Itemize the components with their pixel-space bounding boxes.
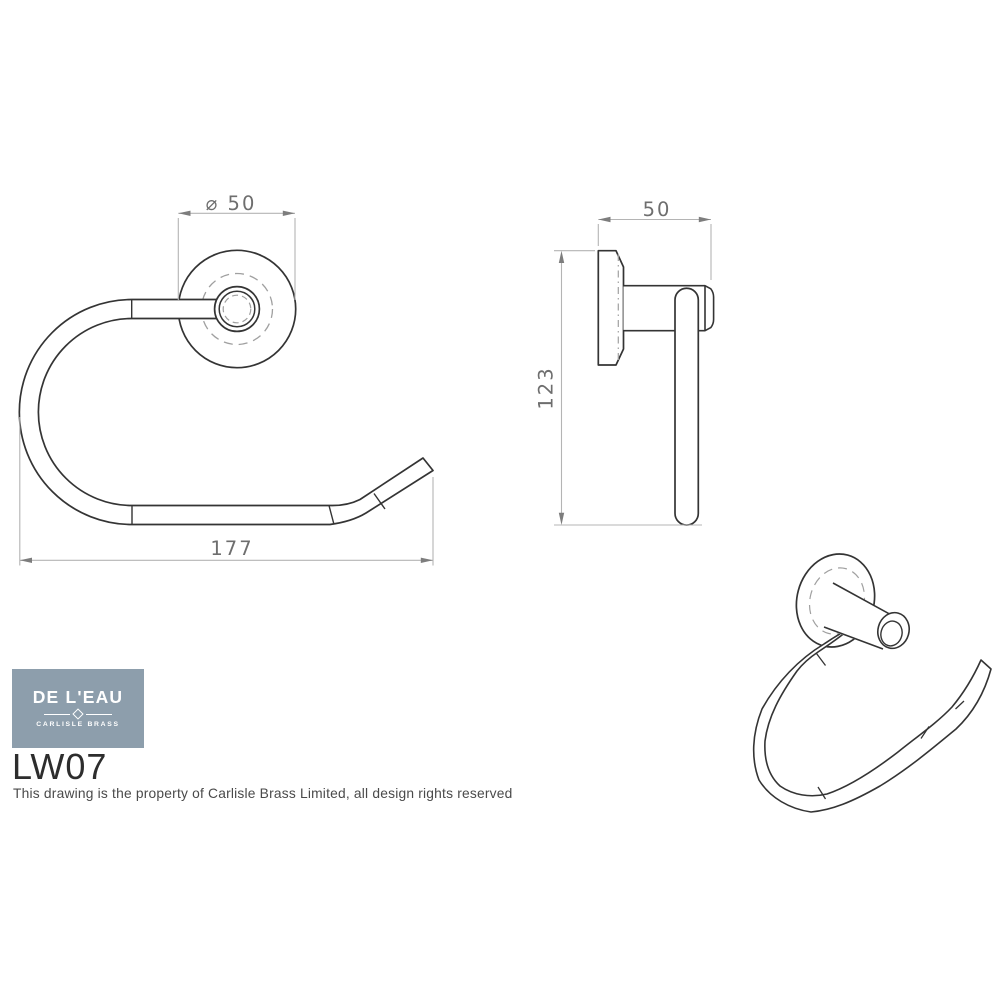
arrow-right bbox=[420, 557, 433, 563]
post-end-cap bbox=[704, 284, 715, 332]
product-code: LW07 bbox=[12, 746, 108, 787]
side-view: 50 123 bbox=[535, 198, 715, 526]
dimension-height-123: 123 bbox=[535, 250, 702, 526]
crest-icon bbox=[72, 708, 84, 720]
copyright-text: This drawing is the property of Carlisle… bbox=[13, 786, 513, 801]
brand-subtitle: CARLISLE BRASS bbox=[36, 721, 120, 729]
arrow-right bbox=[698, 216, 711, 223]
ring-joint-ticks bbox=[131, 299, 386, 525]
dimension-depth-50: 50 bbox=[597, 198, 712, 280]
towel-ring-3d bbox=[752, 625, 992, 813]
brand-logo: DE L'EAU CARLISLE BRASS bbox=[12, 669, 144, 748]
divider-line-right bbox=[86, 713, 112, 715]
arrow-left bbox=[178, 210, 191, 216]
perspective-view bbox=[752, 553, 992, 813]
dim-diameter-label: ⌀ 50 bbox=[206, 192, 257, 215]
post-3d-lines bbox=[823, 582, 896, 650]
ring-3d-joint-ticks bbox=[815, 653, 965, 800]
post-hidden-circle bbox=[222, 294, 252, 324]
arrow-down bbox=[558, 512, 565, 525]
front-view: ⌀ 50 177 bbox=[18, 192, 434, 566]
ring-bar bbox=[674, 287, 700, 526]
dimension-diameter-50: ⌀ 50 bbox=[177, 192, 296, 300]
logo-divider bbox=[44, 708, 112, 720]
towel-ring-outline bbox=[18, 298, 434, 526]
arrow-left bbox=[19, 557, 32, 563]
post-collar-outer bbox=[213, 285, 261, 333]
divider-line-left bbox=[44, 713, 70, 715]
dim-height-label: 123 bbox=[535, 366, 558, 409]
post-collar-inner bbox=[218, 290, 256, 328]
brand-name: DE L'EAU bbox=[32, 686, 124, 707]
dimension-width-177: 177 bbox=[19, 417, 434, 566]
wall-plate bbox=[597, 249, 625, 366]
arrow-left bbox=[598, 216, 611, 223]
dim-width-label: 177 bbox=[210, 537, 253, 560]
dim-depth-label: 50 bbox=[643, 198, 672, 221]
arrow-right bbox=[282, 210, 295, 216]
arrow-up bbox=[558, 250, 565, 263]
post-cap-inner bbox=[880, 620, 903, 647]
